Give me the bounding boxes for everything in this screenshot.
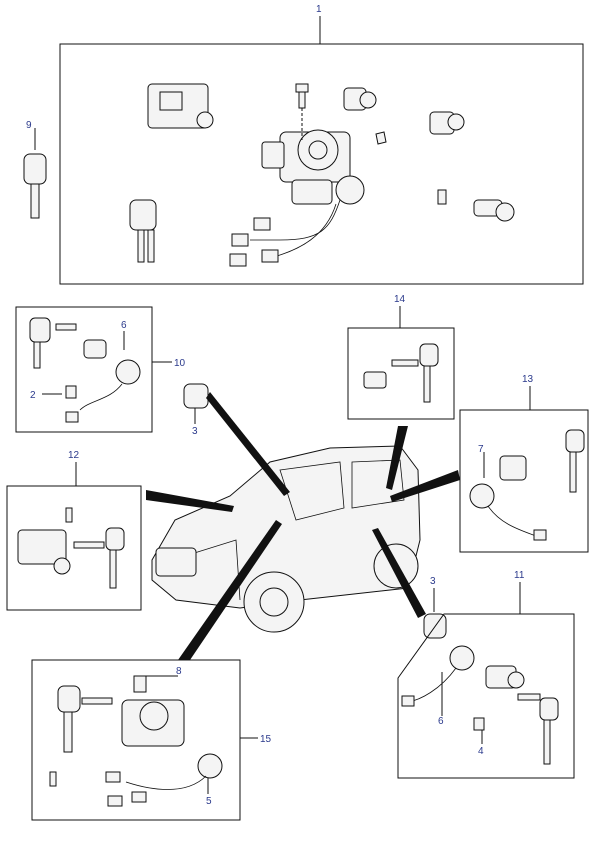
ignition-switch-assembly xyxy=(261,108,365,205)
callout-8: 8 xyxy=(176,666,182,677)
callout-15: 15 xyxy=(260,734,272,745)
group-10-frame xyxy=(15,306,153,433)
callout-6b: 6 xyxy=(438,716,444,727)
callout-5: 5 xyxy=(206,796,212,807)
callout-3b: 3 xyxy=(430,576,436,587)
callout-12: 12 xyxy=(68,450,80,461)
pointer-3-right xyxy=(372,528,426,618)
item-3-seal-right xyxy=(423,588,447,639)
callout-14: 14 xyxy=(394,294,406,305)
callout-6a: 6 xyxy=(121,320,127,331)
callout-11: 11 xyxy=(514,570,525,581)
door-cylinder xyxy=(343,87,377,111)
callout-13: 13 xyxy=(522,374,534,385)
group-12-frame xyxy=(6,485,142,611)
group-11-lock-set xyxy=(397,582,575,779)
bolt xyxy=(295,83,309,109)
pointer-14 xyxy=(386,426,408,490)
connector-group xyxy=(229,217,279,267)
callout-4: 4 xyxy=(478,746,484,757)
pointer-15 xyxy=(178,520,282,660)
group-13-lock-set xyxy=(459,386,589,553)
vehicle-illustration xyxy=(151,445,421,633)
trunk-cylinder xyxy=(429,111,465,135)
callout-3a: 3 xyxy=(192,426,198,437)
group-11-frame xyxy=(397,613,575,779)
pointer-12 xyxy=(146,490,234,512)
group-15-lock-set xyxy=(31,659,258,821)
callout-10: 10 xyxy=(174,358,186,369)
callout-7: 7 xyxy=(478,444,484,455)
item-3-seal-left xyxy=(183,383,209,424)
group-1-lock-set xyxy=(59,16,584,285)
group-10-lock-set xyxy=(15,306,172,433)
pointer-13 xyxy=(390,470,460,502)
callout-9: 9 xyxy=(26,120,32,131)
steering-lock-body xyxy=(147,83,214,129)
group-14-lock-set xyxy=(347,306,455,420)
group-15-frame xyxy=(31,659,241,821)
key-pair xyxy=(129,199,157,263)
group-1-frame xyxy=(59,43,584,285)
tailgate-cylinder xyxy=(473,199,515,222)
pointer-10 xyxy=(206,392,290,496)
callout-2: 2 xyxy=(30,390,36,401)
group-14-frame xyxy=(347,327,455,420)
group-12-lock-set xyxy=(6,462,142,611)
item-9-key xyxy=(23,128,47,219)
group-13-frame xyxy=(459,409,589,553)
callout-1: 1 xyxy=(316,4,322,15)
